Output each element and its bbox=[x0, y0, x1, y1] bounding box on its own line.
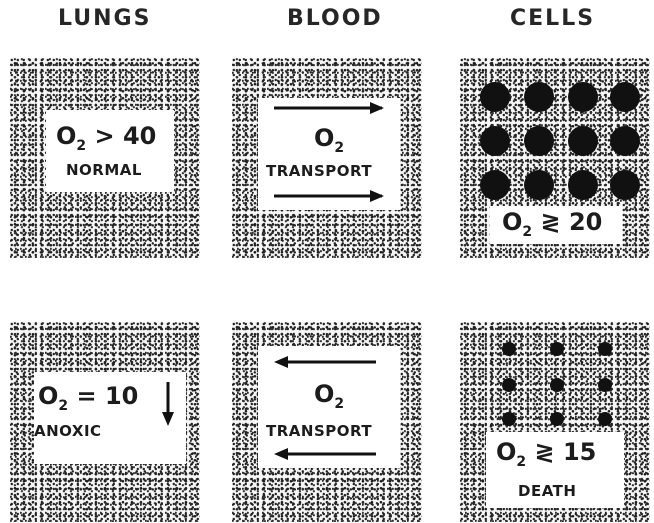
cell-dot bbox=[610, 82, 640, 112]
upper-left-arrowhead bbox=[274, 356, 288, 368]
lower-left-arrowhead bbox=[274, 448, 288, 460]
cell-dot bbox=[480, 126, 510, 156]
blood-top-o2: O2 bbox=[314, 124, 344, 156]
cell-dot bbox=[480, 170, 510, 200]
cell-dot bbox=[524, 126, 554, 156]
cells-healthy-o2: O2 ≷ 20 bbox=[502, 208, 602, 240]
small-cell-dot bbox=[550, 412, 564, 426]
cell-dot bbox=[610, 170, 640, 200]
cells-death-o2: O2 ≷ 15 bbox=[496, 438, 596, 470]
cells-death-label: DEATH bbox=[518, 482, 576, 500]
blood-transport-right-panel: O2 TRANSPORT bbox=[232, 58, 422, 258]
cells-column-title: CELLS bbox=[510, 6, 595, 31]
cells-healthy-panel: O2 ≷ 20 bbox=[460, 58, 650, 258]
small-cell-dot bbox=[598, 342, 612, 356]
small-cell-dot bbox=[598, 412, 612, 426]
lungs-normal-panel: O2 > 40 NORMAL bbox=[10, 58, 200, 258]
blood-column-title: BLOOD bbox=[287, 6, 383, 31]
small-cell-dot bbox=[502, 342, 516, 356]
lungs-anoxic-panel: O2 = 10 ANOXIC bbox=[10, 322, 200, 522]
lower-right-arrowhead bbox=[370, 190, 384, 202]
cell-dot bbox=[524, 170, 554, 200]
lungs-normal-o2: O2 > 40 bbox=[56, 122, 156, 154]
small-cell-dot bbox=[502, 378, 516, 392]
small-cell-dot bbox=[502, 412, 516, 426]
blood-transport-left-panel: O2 TRANSPORT bbox=[232, 322, 422, 522]
cells-death-panel: O2 ≷ 15 DEATH bbox=[460, 322, 650, 522]
blood-bottom-transport-label: TRANSPORT bbox=[266, 422, 372, 440]
cell-dot bbox=[610, 126, 640, 156]
lungs-normal-label: NORMAL bbox=[66, 161, 142, 179]
cell-dot bbox=[524, 82, 554, 112]
blood-top-transport-label: TRANSPORT bbox=[266, 162, 372, 180]
transport-right-arrows bbox=[232, 58, 422, 258]
lungs-column-title: LUNGS bbox=[58, 6, 151, 31]
blood-bottom-o2: O2 bbox=[314, 380, 344, 412]
upper-right-arrowhead bbox=[370, 102, 384, 114]
lungs-anoxic-label: ANOXIC bbox=[34, 422, 102, 440]
cell-dot bbox=[568, 82, 598, 112]
cell-dot bbox=[568, 126, 598, 156]
small-cell-dot bbox=[550, 378, 564, 392]
cell-dot bbox=[480, 82, 510, 112]
small-cell-dot bbox=[550, 342, 564, 356]
small-cell-dot bbox=[598, 378, 612, 392]
cell-dot bbox=[568, 170, 598, 200]
